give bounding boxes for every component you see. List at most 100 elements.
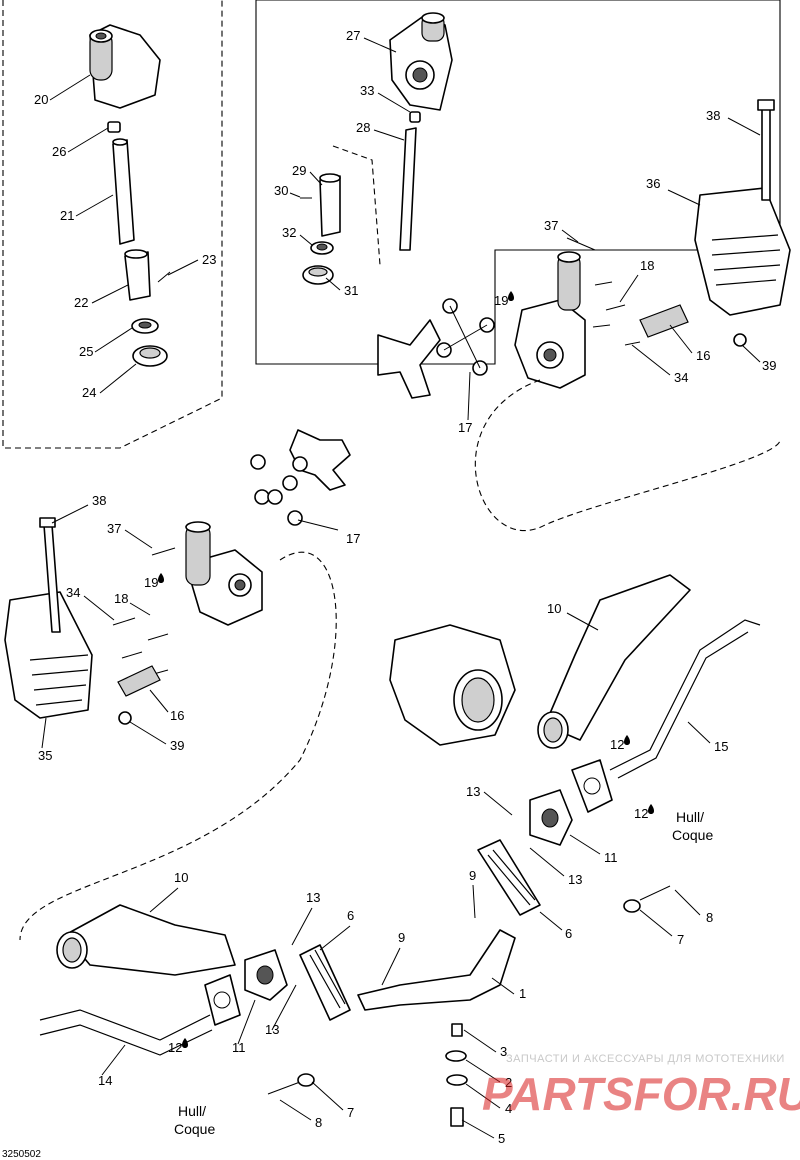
callout-c11b: 11 bbox=[232, 1040, 246, 1055]
flange-12-left bbox=[204, 974, 241, 1026]
hose-14 bbox=[39, 1009, 213, 1056]
callout-c6b: 6 bbox=[347, 908, 354, 923]
leader-c1 bbox=[491, 977, 515, 995]
leader-c20 bbox=[49, 74, 91, 101]
leader-c16b bbox=[149, 689, 169, 713]
nut-39-left bbox=[118, 711, 132, 725]
leader-c15 bbox=[687, 721, 711, 744]
callout-c36: 36 bbox=[646, 176, 660, 191]
sleeve-16-right bbox=[639, 304, 689, 338]
dash-connector-1 bbox=[474, 379, 781, 532]
hull-note-left-l1: Hull/ bbox=[178, 1103, 206, 1119]
callout-c28: 28 bbox=[356, 120, 370, 135]
elbow-10-right bbox=[537, 574, 691, 749]
leader-c7a bbox=[639, 909, 673, 937]
bolt-8-right bbox=[623, 885, 671, 913]
leader-c9a bbox=[472, 884, 476, 919]
callout-c8a: 8 bbox=[706, 910, 713, 925]
leader-c18a bbox=[619, 274, 639, 303]
callout-c39b: 39 bbox=[170, 738, 184, 753]
leader-c36 bbox=[667, 189, 701, 206]
callout-c16a: 16 bbox=[696, 348, 710, 363]
leader-c38b bbox=[51, 504, 89, 524]
callout-c13c: 13 bbox=[306, 890, 320, 905]
callout-c23: 23 bbox=[202, 252, 216, 267]
bushing-33 bbox=[409, 111, 421, 123]
callout-c9a: 9 bbox=[469, 868, 476, 883]
nut-39-right bbox=[733, 333, 747, 347]
callout-c19a: 19 bbox=[494, 293, 508, 308]
callout-c21: 21 bbox=[60, 208, 74, 223]
housing-20 bbox=[89, 24, 161, 109]
diagram-code: 3250502 bbox=[2, 1149, 41, 1160]
inset-frame-left bbox=[2, 0, 223, 449]
leader-c35 bbox=[41, 717, 47, 749]
watermark-tagline: ЗАПЧАСТИ И АКСЕССУАРЫ ДЛЯ МОТОТЕХНИКИ bbox=[506, 1053, 785, 1065]
sealant-drop-icon-c12a bbox=[624, 735, 630, 745]
callout-c35: 35 bbox=[38, 748, 52, 763]
callout-c33: 33 bbox=[360, 83, 374, 98]
leader-c11a bbox=[569, 834, 601, 855]
callout-c24: 24 bbox=[82, 385, 96, 400]
leader-c39b bbox=[129, 721, 167, 745]
callout-c31: 31 bbox=[344, 283, 358, 298]
bushing-26 bbox=[107, 121, 121, 133]
callout-c25: 25 bbox=[79, 344, 93, 359]
leader-c13c bbox=[291, 907, 313, 946]
callout-c12b: 12 bbox=[634, 806, 648, 821]
leader-c6b bbox=[319, 925, 351, 951]
coupler-17-right bbox=[377, 298, 495, 399]
dash-connector-2 bbox=[19, 551, 337, 941]
sealant-drop-icon-c12b bbox=[648, 804, 654, 814]
elbow-10-left bbox=[56, 904, 236, 976]
lever-1 bbox=[357, 929, 516, 1011]
bolt-38-right bbox=[757, 99, 775, 201]
watermark-logo: PARTSFOR.RU bbox=[482, 1068, 800, 1120]
leader-c30 bbox=[289, 192, 301, 198]
cover-36 bbox=[694, 187, 791, 316]
callout-c37a: 37 bbox=[544, 218, 558, 233]
leader-c13a bbox=[483, 791, 513, 816]
callout-c34b: 34 bbox=[66, 585, 80, 600]
mount-plate-right bbox=[514, 251, 586, 389]
pin-23 bbox=[157, 271, 171, 283]
washer-stack bbox=[445, 1023, 468, 1127]
callout-c2: 2 bbox=[505, 1075, 512, 1090]
sealant-drop-icon-c12c bbox=[182, 1038, 188, 1048]
bolt-8-left bbox=[267, 1073, 315, 1095]
inset-frame-right bbox=[255, 0, 781, 365]
callout-c8b: 8 bbox=[315, 1115, 322, 1130]
callout-c29: 29 bbox=[292, 163, 306, 178]
leader-c29 bbox=[309, 171, 323, 186]
callout-c15: 15 bbox=[714, 739, 728, 754]
callout-c38b: 38 bbox=[92, 493, 106, 508]
callout-c10a: 10 bbox=[547, 601, 561, 616]
leader-c9b bbox=[381, 947, 401, 986]
leader-c27 bbox=[363, 37, 397, 53]
leader-c17a bbox=[467, 371, 471, 421]
callout-c38a: 38 bbox=[706, 108, 720, 123]
callout-c5: 5 bbox=[498, 1131, 505, 1146]
flange-11-left bbox=[244, 949, 288, 1001]
callout-c17a: 17 bbox=[458, 420, 472, 435]
leader-c33 bbox=[377, 92, 411, 113]
bearing-31 bbox=[302, 265, 334, 285]
coupler-17-left bbox=[250, 429, 351, 526]
leader-c31 bbox=[325, 277, 341, 291]
callout-c39a: 39 bbox=[762, 358, 776, 373]
leader-c34a bbox=[631, 344, 671, 376]
leader-c37a bbox=[561, 229, 579, 243]
callout-labels: 2026212223252427332829303231383637181916… bbox=[34, 28, 776, 1146]
leader-c3 bbox=[463, 1029, 497, 1053]
sleeve-22 bbox=[124, 249, 151, 301]
callout-c14: 14 bbox=[98, 1073, 112, 1088]
callout-c13b: 13 bbox=[568, 872, 582, 887]
leader-c8b bbox=[279, 1099, 312, 1121]
leader-c18b bbox=[129, 602, 151, 616]
leader-c10a bbox=[566, 612, 599, 631]
callout-c20: 20 bbox=[34, 92, 48, 107]
sealant-drop-icon-c19b bbox=[158, 573, 164, 583]
callout-c3: 3 bbox=[500, 1044, 507, 1059]
leader-c13d bbox=[271, 984, 297, 1031]
pump-body bbox=[389, 624, 516, 746]
